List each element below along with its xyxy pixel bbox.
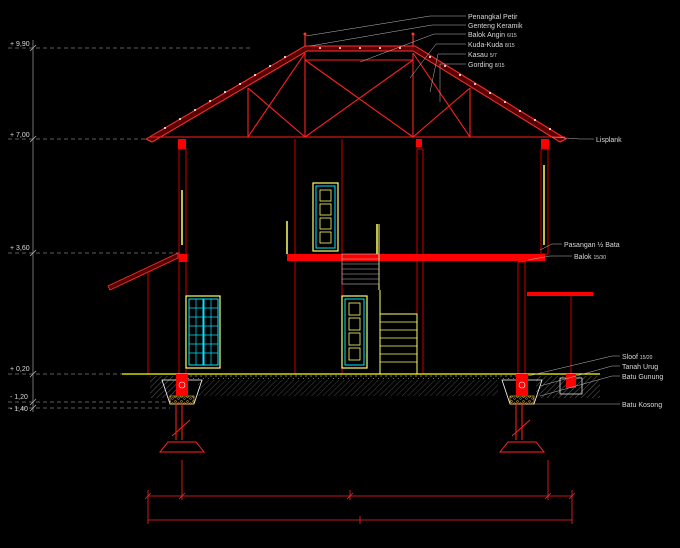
door-lower-middle xyxy=(341,295,368,369)
level-marker: + 3,60 xyxy=(8,245,180,254)
footing-detail-left xyxy=(158,404,206,453)
level-marker: + 0,20 xyxy=(8,366,125,375)
footing-small xyxy=(559,374,583,395)
annotation-label: Lisplank xyxy=(596,137,622,144)
floor-fill xyxy=(186,375,518,380)
level-markers: + 9,90 + 7,00 + 3,60 + 0,20 - 1,20 - 1,4… xyxy=(8,40,250,413)
roof-truss xyxy=(150,52,565,138)
level-label: + 0,20 xyxy=(10,366,30,373)
lightning-rod xyxy=(304,35,414,46)
annotation-label: Balok Angin 6/15 xyxy=(468,32,517,39)
side-canopy xyxy=(107,252,179,374)
wall-labels: Lisplank Pasangan ½ Bata Balok 15/30 xyxy=(564,137,622,261)
level-label: + 9,90 xyxy=(10,41,30,48)
door-upper xyxy=(312,182,339,252)
annotation-label: Tanah Urug xyxy=(622,364,658,371)
annotation-label: Pasangan ½ Bata xyxy=(564,241,620,249)
roof-tiles xyxy=(144,45,568,143)
footing-left xyxy=(161,374,203,405)
annotation-label: Balok 15/30 xyxy=(574,254,606,261)
double-door-lower-left xyxy=(185,295,221,369)
staircase xyxy=(341,253,418,375)
level-label: + 7,00 xyxy=(10,132,30,139)
dimension-lines xyxy=(144,460,576,524)
level-marker: - 1,20 xyxy=(8,394,170,403)
footing-detail-right xyxy=(498,404,546,453)
annotation-label: Kasau 5/7 xyxy=(468,52,497,59)
building-walls xyxy=(178,139,593,375)
level-label: + 3,60 xyxy=(10,245,30,252)
roof xyxy=(144,32,568,149)
annotation-label: Penangkal Petir xyxy=(468,14,518,21)
level-marker: - 1,40 xyxy=(8,406,170,413)
roof-labels: Penangkal Petir Genteng Keramik Balok An… xyxy=(468,14,523,69)
level-label: - 1,20 xyxy=(10,394,28,401)
annotation-label: Gording 8/15 xyxy=(468,62,505,69)
floor-slab xyxy=(287,254,545,261)
level-label: - 1,40 xyxy=(10,406,28,413)
annotation-label: Kuda-Kuda 8/15 xyxy=(468,42,515,49)
foundation xyxy=(122,373,600,524)
annotation-label: Genteng Keramik xyxy=(468,23,523,30)
ring-beam xyxy=(527,292,593,296)
eave-block xyxy=(541,139,549,149)
foundation-labels: Sloof 15/20 Tanah Urug Batu Gunung Batu … xyxy=(622,354,663,409)
annotation-label: Batu Kosong xyxy=(622,402,662,409)
annotation-leaders xyxy=(305,15,620,405)
wall-right-lower xyxy=(517,261,526,375)
level-marker: + 7,00 xyxy=(8,132,150,140)
annotation-label: Batu Gunung xyxy=(622,374,663,381)
annotation-label: Sloof 15/20 xyxy=(622,354,653,361)
level-marker: + 9,90 xyxy=(8,41,250,49)
eave-block xyxy=(178,139,186,149)
